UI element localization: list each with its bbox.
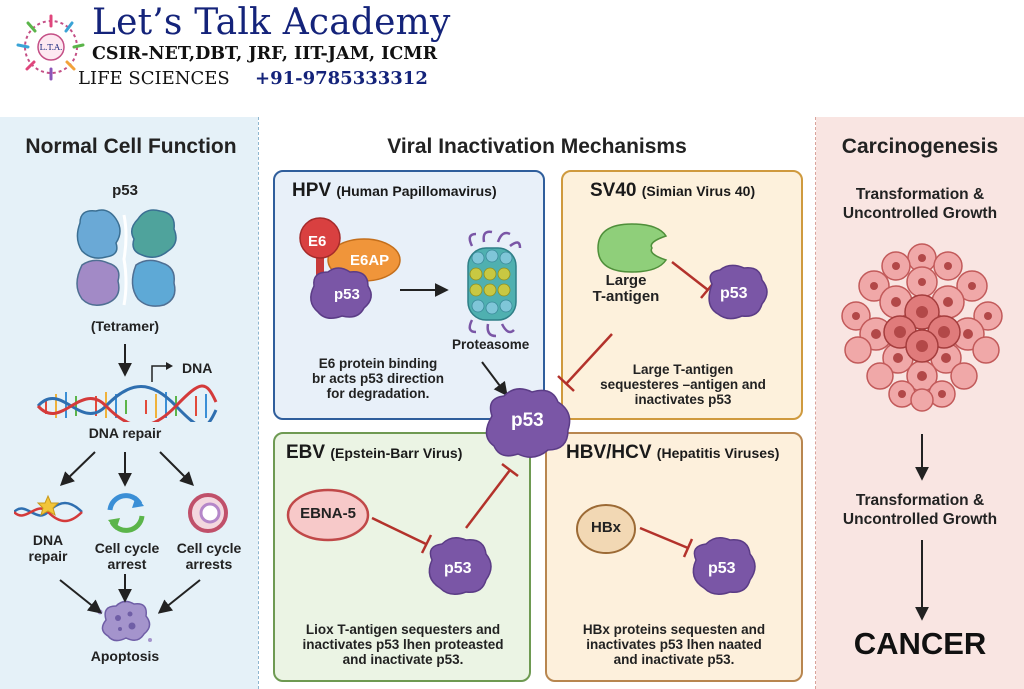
- tetramer-label: (Tetramer): [90, 318, 160, 334]
- central-p53-label: p53: [511, 410, 544, 431]
- hbv-hcv-abbr: HBV/HCV: [566, 442, 652, 463]
- dna-repair-icon: [14, 494, 83, 523]
- cell-cycle-arrest-icon: [107, 493, 145, 533]
- ebv-abbr: EBV: [286, 442, 326, 463]
- right-column-title: Carcinogenesis: [841, 135, 999, 158]
- header-banner: [0, 0, 1024, 112]
- outcome-cell-cycle-arrests-label: Cell cycle arrests: [176, 540, 242, 572]
- dna-repair-label: DNA repair: [88, 425, 162, 441]
- academy-logo: L.T.A.: [16, 14, 85, 81]
- sv40-fullname: (Simian Virus 40): [641, 183, 756, 199]
- hpv-abbr: HPV: [292, 180, 332, 201]
- ebna5-icon: [286, 488, 370, 542]
- column-divider: [815, 117, 816, 689]
- transformation-label-2: Transformation & Uncontrolled Growth: [842, 492, 998, 528]
- p53-tetramer-icon: [76, 209, 177, 307]
- large-t-antigen-label: Large T-antigen: [592, 272, 660, 305]
- brand-subject: LIFE SCIENCES: [78, 68, 230, 89]
- ebv-p53-label: p53: [444, 560, 472, 577]
- hbv-hcv-title: HBV/HCV (Hepatitis Viruses): [566, 442, 779, 464]
- ebv-title: EBV (Epstein-Barr Virus): [286, 442, 462, 464]
- hbv-hcv-mechanism-box: [545, 432, 803, 682]
- brand-exams: CSIR-NET,DBT, JRF, IIT-JAM, ICMR: [92, 44, 438, 64]
- dna-label: DNA: [182, 360, 213, 376]
- tumor-cluster-icon: [841, 243, 1003, 412]
- e6ap-label: E6AP: [350, 252, 390, 269]
- proteasome-label: Proteasome: [452, 337, 530, 352]
- hpv-title: HPV (Human Papillomavirus): [292, 180, 497, 202]
- cell-cycle-arrests-icon: [188, 493, 228, 533]
- large-t-antigen-icon: [597, 223, 668, 273]
- proteasome-icon: [467, 230, 522, 338]
- column-divider: [258, 117, 259, 689]
- hpv-p53-label: p53: [334, 286, 360, 303]
- hpv-fullname: (Human Papillomavirus): [336, 183, 497, 199]
- apoptosis-cell-icon: [97, 600, 152, 642]
- hpv-description: E6 protein binding br acts p53 direction…: [311, 356, 445, 401]
- hbx-label: HBx: [590, 519, 621, 536]
- outcome-cell-cycle-arrest-label: Cell cycle arrest: [94, 540, 160, 572]
- logo-text: L.T.A.: [40, 43, 63, 52]
- brand-phone: +91-9785333312: [255, 68, 428, 89]
- sv40-p53-label: p53: [720, 285, 748, 302]
- p53-label: p53: [112, 182, 138, 199]
- hbv-hcv-fullname: (Hepatitis Viruses): [656, 445, 780, 461]
- transformation-label-1: Transformation & Uncontrolled Growth: [842, 186, 998, 222]
- hbv-p53-label: p53: [708, 560, 736, 577]
- e6-label: E6: [308, 233, 327, 250]
- hpv-complex-icon: [299, 217, 401, 319]
- sv40-abbr: SV40: [590, 180, 637, 201]
- hbx-icon: [576, 504, 636, 554]
- apoptosis-label: Apoptosis: [90, 648, 160, 664]
- sv40-title: SV40 (Simian Virus 40): [590, 180, 755, 202]
- middle-column-title: Viral Inactivation Mechanisms: [387, 135, 687, 158]
- hbv-hcv-description: HBx proteins sequesten and inactivates p…: [582, 622, 766, 667]
- cancer-label: CANCER: [853, 626, 987, 661]
- brand-title: Let’s Talk Academy: [92, 2, 451, 43]
- ebv-description: Liox T-antigen sequesters and inactivate…: [302, 622, 504, 667]
- left-column-title: Normal Cell Function: [25, 135, 237, 158]
- outcome-dna-repair-label: DNA repair: [28, 532, 68, 564]
- sv40-description: Large T-antigen sequesteres –antigen and…: [600, 362, 766, 407]
- ebna5-label: EBNA-5: [300, 505, 356, 522]
- dna-helix-icon: [36, 362, 218, 422]
- ebv-fullname: (Epstein-Barr Virus): [330, 445, 463, 461]
